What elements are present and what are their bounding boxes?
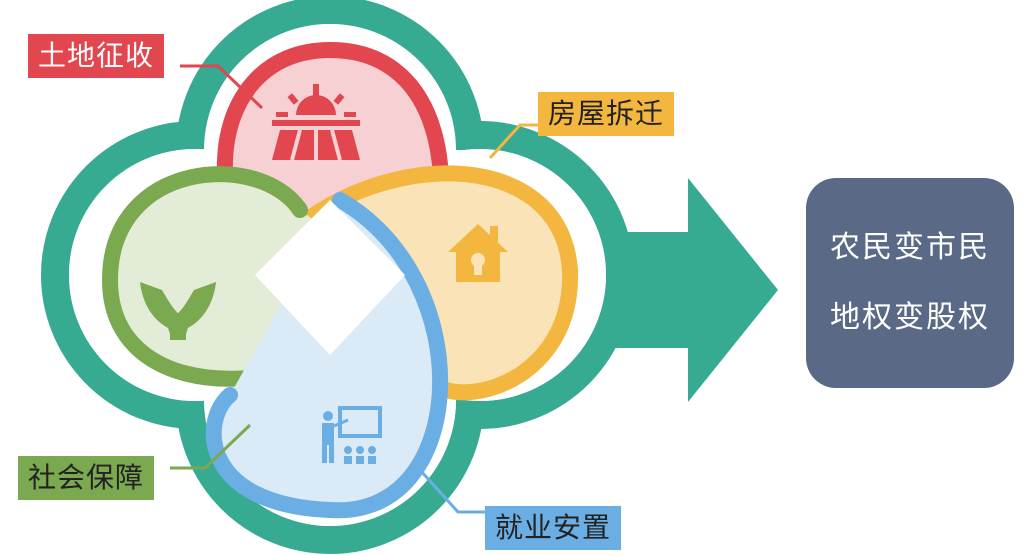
social-security-label: 社会保障 <box>18 456 155 500</box>
result-box: 农民变市民 地权变股权 <box>806 178 1014 388</box>
land-expropriation-label: 土地征收 <box>28 34 165 78</box>
sunrise-field-icon <box>272 84 360 161</box>
house-demolition-label: 房屋拆迁 <box>538 92 675 136</box>
open-hands-icon <box>140 282 216 340</box>
presentation-audience-icon <box>322 406 382 464</box>
leader-lines <box>170 64 540 514</box>
employment-placement-label: 就业安置 <box>485 506 622 550</box>
center-space <box>255 200 405 355</box>
house-icon <box>448 224 508 282</box>
result-line-1: 农民变市民 <box>830 230 990 265</box>
result-line-2: 地权变股权 <box>830 300 990 335</box>
